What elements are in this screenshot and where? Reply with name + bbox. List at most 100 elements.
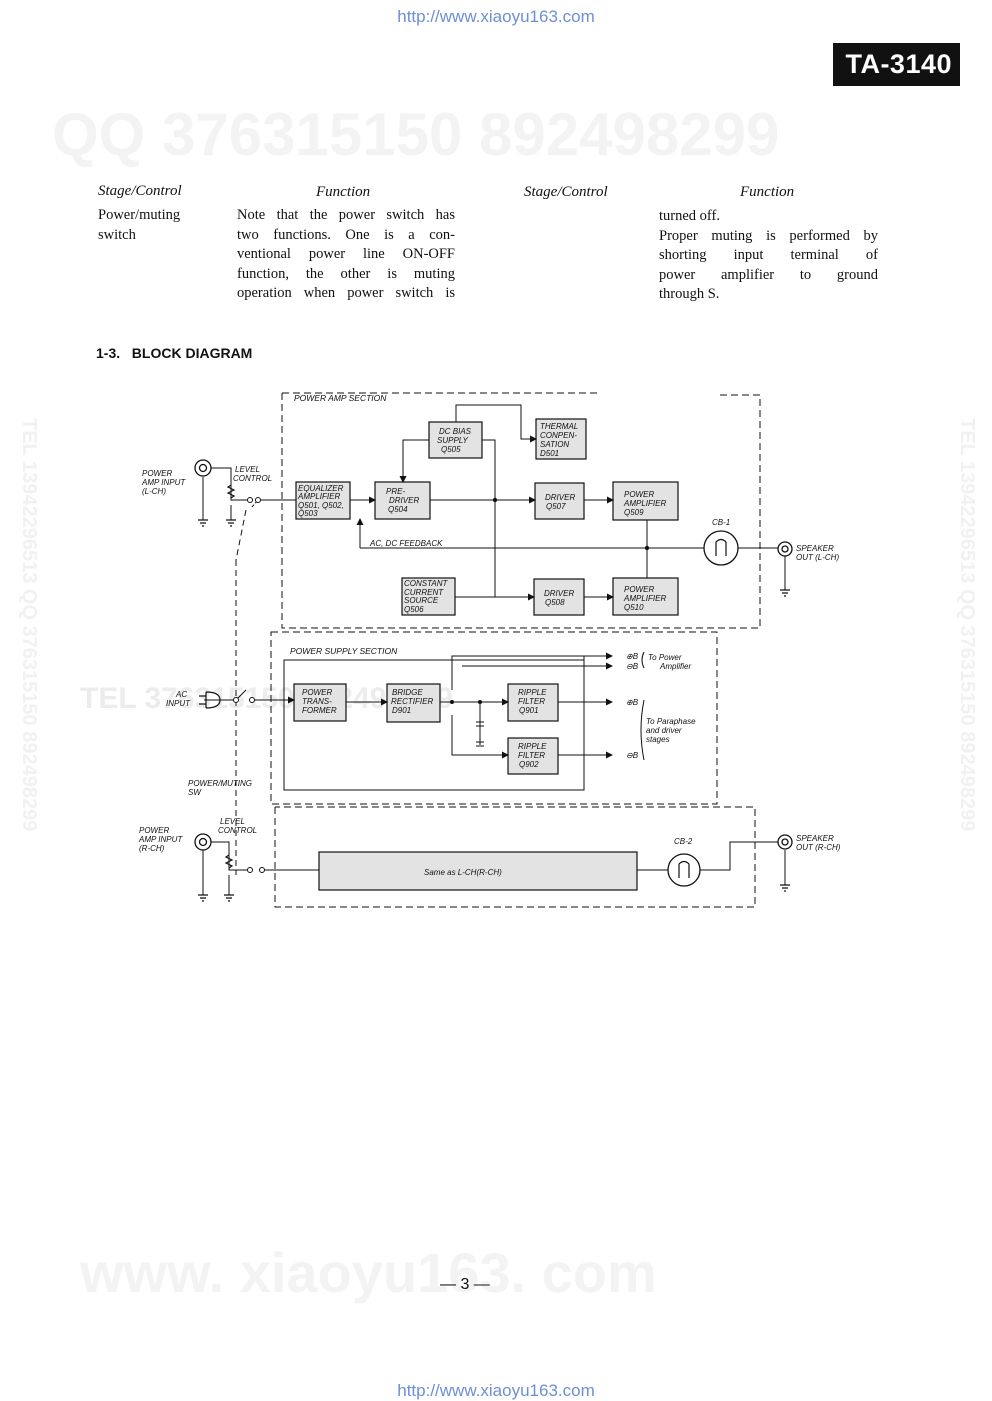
b-plus-1: ⊕B (626, 652, 639, 661)
to-paraphase-label-3: stages (646, 735, 670, 744)
input-l-label-1: POWER (142, 469, 172, 478)
qq-watermark: QQ 376315150 892498299 (52, 101, 780, 168)
level-control-r-label-2: CONTROL (218, 826, 257, 835)
power-amp-509-block (612, 481, 679, 521)
rectifier-label-3: D901 (392, 706, 411, 715)
dc-bias-label-3: Q505 (441, 445, 461, 454)
predriver-label-2: DRIVER (389, 496, 419, 505)
bottom-url[interactable]: http://www.xiaoyu163.com (397, 1381, 595, 1400)
stage-cell: Power/muting switch (98, 206, 180, 245)
top-url[interactable]: http://www.xiaoyu163.com (397, 7, 595, 26)
input-r-label-1: POWER (139, 826, 169, 835)
speaker-l-label-1: SPEAKER (796, 544, 834, 553)
stage-line: Power/muting (98, 207, 181, 223)
function-line: ventional power line ON-OFF (237, 246, 455, 263)
predriver-label-3: Q504 (388, 505, 408, 514)
col-header-function-2: Function (740, 184, 795, 200)
thermal-label-1: THERMAL (540, 422, 578, 431)
function-line: turned off. (659, 208, 720, 224)
predriver-label-1: PRE- (386, 487, 405, 496)
function-line: through S. (659, 286, 720, 303)
dc-bias-label-1: DC BIAS (439, 427, 472, 436)
equalizer-label-2: AMPLIFIER (297, 492, 340, 501)
power-amp-510-label-2: AMPLIFIER (623, 594, 666, 603)
function-line: operation when power switch is (237, 285, 455, 302)
speaker-r-label-1: SPEAKER (796, 834, 834, 843)
cb2-label: CB-2 (674, 837, 693, 846)
power-amp-section-label: POWER AMP SECTION (294, 393, 387, 403)
thermal-label-4: D501 (540, 449, 559, 458)
driver-508-label-2: Q508 (545, 598, 565, 607)
speaker-l-label-2: OUT (L-CH) (796, 553, 839, 562)
level-control-r-label-1: LEVEL (220, 817, 245, 826)
constant-current-label-2: CURRENT (404, 588, 444, 597)
transformer-label-1: POWER (302, 688, 332, 697)
ripple-901-block (507, 683, 559, 722)
function-left-cell: Note that the power switch has two funct… (237, 206, 455, 304)
function-line: two functions. One is a con- (237, 226, 455, 243)
function-line: shorting input terminal of (659, 247, 878, 264)
col-header-function-1: Function (316, 184, 371, 200)
dc-bias-label-2: SUPPLY (437, 436, 469, 445)
section-number: 1-3. (96, 345, 121, 361)
ripple-901-label-2: FILTER (518, 697, 545, 706)
rectifier-block (386, 683, 441, 723)
driver-507-block (534, 482, 585, 520)
section-heading: 1-3. BLOCK DIAGRAM (96, 345, 252, 361)
function-right-cell: turned off. Proper muting is performed b… (659, 207, 878, 305)
function-line: power amplifier to ground (659, 266, 878, 283)
input-l-label-2: AMP INPUT (141, 478, 186, 487)
equalizer-label-4: Q503 (298, 509, 318, 518)
stage-line: switch (98, 226, 136, 243)
constant-current-label-3: SOURCE (404, 596, 439, 605)
input-r-label-2: AMP INPUT (138, 835, 183, 844)
driver-508-block (533, 578, 585, 616)
site-watermark: www. xiaoyu163. com (80, 1241, 657, 1304)
constant-current-block (401, 577, 456, 616)
input-l-label-3: (L-CH) (142, 487, 166, 496)
feedback-label: AC, DC FEEDBACK (369, 539, 443, 548)
driver-507-label-1: DRIVER (545, 493, 575, 502)
power-amp-509-label-1: POWER (624, 490, 654, 499)
speaker-r-label-2: OUT (R-CH) (796, 843, 841, 852)
cb1-label: CB-1 (712, 518, 730, 527)
dc-bias-block (428, 421, 483, 459)
b-plus-2: ⊕B (626, 698, 639, 707)
ripple-902-label-2: FILTER (518, 751, 545, 760)
power-supply-section-label: POWER SUPPLY SECTION (290, 646, 398, 656)
predriver-block (374, 481, 431, 520)
thermal-block (535, 418, 587, 460)
power-amp-509-label-2: AMPLIFIER (623, 499, 666, 508)
page-number: — 3 — (440, 1276, 490, 1293)
ac-input-label-2: INPUT (166, 699, 191, 708)
col-header-stage-1: Stage/Control (98, 183, 182, 199)
power-amp-510-label-1: POWER (624, 585, 654, 594)
b-minus-1: ⊖B (626, 662, 639, 671)
thermal-label-3: SATION (540, 440, 569, 449)
ripple-902-block (507, 737, 559, 775)
thermal-label-2: CONPEN- (540, 431, 577, 440)
input-r-label-3: (R-CH) (139, 844, 165, 853)
function-line: Proper muting is performed by (659, 227, 878, 244)
rectifier-label-2: RECTIFIER (391, 697, 433, 706)
cb1-breaker (703, 530, 739, 566)
ac-input-label-1: AC (175, 690, 187, 699)
transformer-label-2: TRANS- (302, 697, 332, 706)
model-badge: TA-3140 (833, 43, 960, 86)
power-amp-510-label-3: Q510 (624, 603, 644, 612)
to-paraphase-label-1: To Paraphase (646, 717, 696, 726)
to-power-amp-label-1: To Power (648, 653, 682, 662)
ripple-901-label-3: Q901 (519, 706, 539, 715)
section-title: BLOCK DIAGRAM (131, 345, 253, 361)
ripple-902-label-3: Q902 (519, 760, 539, 769)
col-header-stage-2: Stage/Control (524, 184, 608, 200)
ripple-901-label-1: RIPPLE (518, 688, 547, 697)
to-paraphase-label-2: and driver (646, 726, 682, 735)
driver-507-label-2: Q507 (546, 502, 566, 511)
level-control-l-label-1: LEVEL (235, 465, 260, 474)
rectifier-label-1: BRIDGE (392, 688, 423, 697)
constant-current-label-1: CONSTANT (404, 579, 449, 588)
equalizer-label-1: EQUALIZER (298, 484, 344, 493)
transformer-label-3: FORMER (302, 706, 337, 715)
